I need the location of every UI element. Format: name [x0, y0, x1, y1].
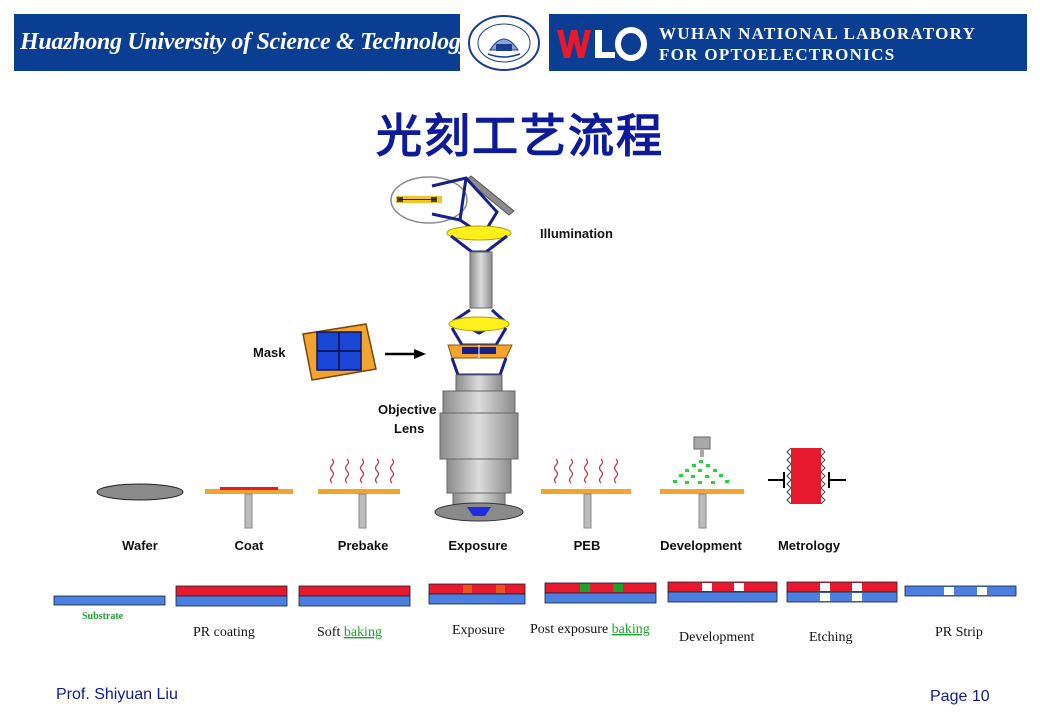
mask-in-beam — [447, 344, 513, 359]
section-post-exposure-baking — [544, 582, 657, 604]
section-pr-strip — [904, 585, 1017, 597]
lab-banner: WUHAN NATIONAL LABORATORY FOR OPTOELECTR… — [549, 14, 1027, 71]
label-substrate: Substrate — [82, 611, 124, 622]
section-soft-baking — [298, 585, 411, 607]
objective-lens-column — [434, 374, 524, 522]
step-prebake: Prebake — [338, 538, 389, 553]
step-peb: PEB — [574, 538, 601, 553]
section-development — [667, 581, 778, 603]
label-development: Development — [679, 630, 755, 645]
objective-label-2: Lens — [394, 421, 424, 436]
coat-icon — [205, 487, 293, 529]
step-development: Development — [660, 538, 742, 553]
projection-lens — [448, 316, 510, 332]
light-source — [390, 175, 515, 231]
condenser-lens — [446, 225, 512, 254]
step-metrology: Metrology — [778, 538, 841, 553]
illumination-label: Illumination — [540, 226, 613, 241]
peb-stand — [583, 493, 592, 529]
wafer-icon — [96, 483, 184, 501]
university-banner: Huazhong University of Science & Technol… — [14, 14, 471, 71]
label-pr-coating: PR coating — [193, 625, 255, 640]
step-coat: Coat — [235, 538, 265, 553]
peb-plate — [541, 489, 631, 494]
step-exposure: Exposure — [448, 538, 507, 553]
section-exposure — [428, 583, 526, 605]
label-post-exposure-baking: Post exposure baking — [530, 622, 650, 637]
author-footer: Prof. Shiyuan Liu — [56, 686, 178, 703]
section-pr-coating — [175, 585, 288, 607]
optical-column-upper — [469, 251, 493, 309]
label-post-exposure: Post exposure — [530, 622, 612, 637]
peb-icon — [553, 458, 619, 484]
metrology-icon — [768, 447, 846, 505]
step-wafer: Wafer — [122, 538, 158, 553]
slide-title: 光刻工艺流程 — [376, 109, 664, 163]
page-number: Page 10 — [930, 688, 990, 705]
arrow-icon — [385, 349, 426, 359]
lab-name: WUHAN NATIONAL LABORATORY FOR OPTOELECTR… — [659, 23, 976, 65]
label-etching: Etching — [809, 630, 853, 645]
mask-icon — [302, 323, 377, 381]
prebake-icon — [329, 458, 395, 484]
label-baking-2: baking — [612, 622, 650, 637]
section-etching — [786, 581, 898, 603]
label-soft-baking: Soft baking — [317, 625, 382, 640]
wnlo-logo-icon — [549, 14, 651, 71]
section-substrate — [53, 595, 166, 606]
label-pr-strip: PR Strip — [935, 625, 983, 640]
objective-label-1: Objective — [378, 402, 437, 417]
university-name: Huazhong University of Science & Technol… — [20, 29, 471, 55]
development-icon — [660, 436, 744, 529]
lab-name-line1: WUHAN NATIONAL LABORATORY — [659, 24, 977, 43]
label-exposure: Exposure — [452, 623, 505, 638]
prebake-stand — [358, 493, 367, 529]
label-soft: Soft — [317, 625, 344, 640]
mask-label: Mask — [253, 345, 286, 360]
prebake-plate — [318, 489, 400, 494]
lab-name-line2: FOR OPTOELECTRONICS — [659, 45, 896, 64]
university-seal-icon — [468, 15, 540, 71]
label-baking: baking — [344, 625, 382, 640]
